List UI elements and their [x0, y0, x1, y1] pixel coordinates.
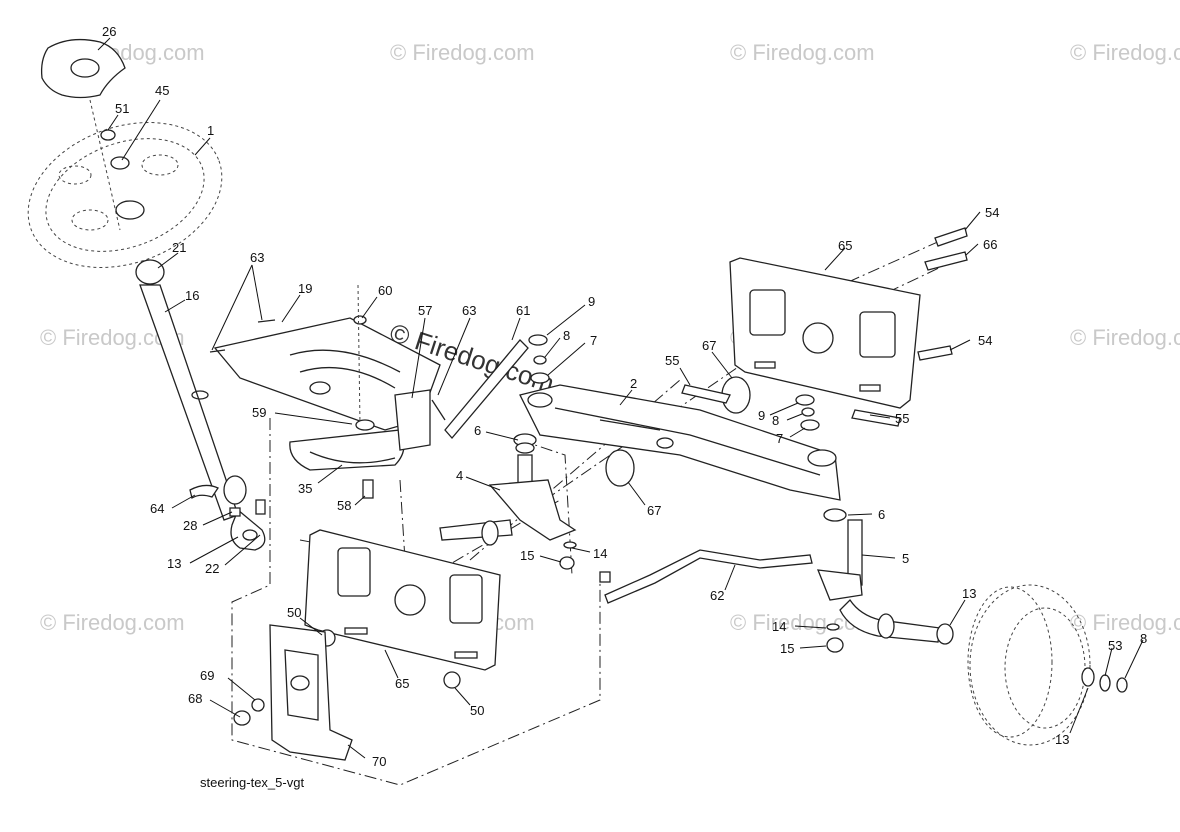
callout-label: 2 — [630, 376, 637, 391]
diagram-caption: steering-tex_5-vgt — [200, 775, 304, 790]
callout-label: 6 — [474, 423, 481, 438]
callout-label: 55 — [895, 411, 909, 426]
callout-label: 7 — [590, 333, 597, 348]
callout-label: 5 — [902, 551, 909, 566]
callout-label: 70 — [372, 754, 386, 769]
callout-label: 19 — [298, 281, 312, 296]
callout-label: 1 — [207, 123, 214, 138]
callout-label: 54 — [978, 333, 992, 348]
steering-shaft-part — [135, 259, 266, 551]
callout-label: 68 — [188, 691, 202, 706]
callout-label: 57 — [418, 303, 432, 318]
callout-label: 62 — [710, 588, 724, 603]
callout-label: 58 — [337, 498, 351, 513]
callout-label: 54 — [985, 205, 999, 220]
callout-label: 9 — [588, 294, 595, 309]
callout-label: 51 — [115, 101, 129, 116]
callout-label: 53 — [1108, 638, 1122, 653]
axle-plate-lower-part — [304, 529, 501, 689]
callout-label: 63 — [462, 303, 476, 318]
callout-label: 66 — [983, 237, 997, 252]
callout-label: 60 — [378, 283, 392, 298]
callout-label: 64 — [150, 501, 164, 516]
callout-label: 22 — [205, 561, 219, 576]
shield-bracket-part — [233, 624, 353, 761]
callout-label: 4 — [456, 468, 463, 483]
callout-label: 16 — [185, 288, 199, 303]
front-wheel-part — [936, 584, 1128, 746]
front-axle-part — [519, 376, 901, 501]
watermark: © Firedog.com — [390, 40, 535, 65]
callout-label: 55 — [665, 353, 679, 368]
callout-label: 9 — [758, 408, 765, 423]
callout-label: 14 — [593, 546, 607, 561]
callout-label: 26 — [102, 24, 116, 39]
watermark: © Firedog.com — [1070, 610, 1180, 635]
axle-plate-upper-part — [729, 227, 968, 409]
callout-label: 67 — [702, 338, 716, 353]
callout-label: 6 — [878, 507, 885, 522]
steering-cap-part — [40, 38, 126, 231]
watermark: © Firedog.com — [1070, 325, 1180, 350]
callout-label: 67 — [647, 503, 661, 518]
callout-label: 8 — [563, 328, 570, 343]
callout-label: 35 — [298, 481, 312, 496]
bracket-part — [394, 339, 529, 451]
callout-label: 69 — [200, 668, 214, 683]
spindle-right-part — [795, 394, 941, 653]
callout-label: 13 — [1055, 732, 1069, 747]
callout-label: 14 — [772, 619, 786, 634]
callout-label: 15 — [780, 641, 794, 656]
callout-label: 21 — [172, 240, 186, 255]
callout-label: 65 — [395, 676, 409, 691]
callout-label: 65 — [838, 238, 852, 253]
callout-label: 45 — [155, 83, 169, 98]
callout-label: 7 — [776, 431, 783, 446]
watermark: © Firedog.com — [730, 40, 875, 65]
leader-lines — [97, 37, 1144, 759]
spindle-left-part — [439, 334, 577, 570]
callout-label: 13 — [962, 586, 976, 601]
callout-label: 8 — [772, 413, 779, 428]
callout-label: 50 — [470, 703, 484, 718]
callout-label: 13 — [167, 556, 181, 571]
callout-label: 15 — [520, 548, 534, 563]
callout-label: 8 — [1140, 631, 1147, 646]
callout-label: 59 — [252, 405, 266, 420]
tie-rod-part — [599, 549, 813, 604]
callout-label: 50 — [287, 605, 301, 620]
steering-wheel-part — [27, 122, 223, 268]
callout-label: 28 — [183, 518, 197, 533]
sector-gear-part — [289, 419, 405, 499]
callout-label: 61 — [516, 303, 530, 318]
callout-label: 63 — [250, 250, 264, 265]
callout-labels: 26 51 45 1 21 16 63 19 60 57 63 61 9 8 7… — [102, 24, 1147, 769]
watermark: © Firedog.com — [40, 610, 185, 635]
watermark: © Firedog.com — [1070, 40, 1180, 65]
